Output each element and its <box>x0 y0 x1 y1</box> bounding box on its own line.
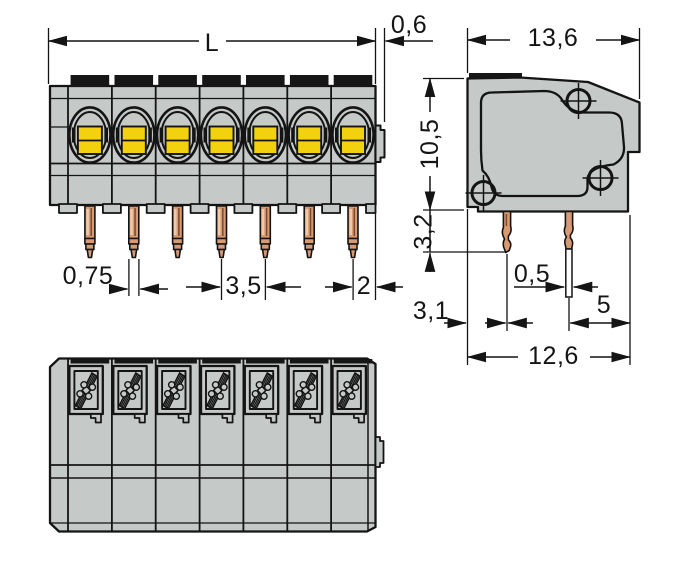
pitch-label: 3,5 <box>225 272 261 300</box>
pin-inset-label: 3,1 <box>413 297 449 325</box>
terminal-pole-top <box>155 357 199 424</box>
side-cap-strip <box>469 73 522 79</box>
dimension-pin-inset: 3,1 <box>413 209 533 365</box>
bottom-tabs-front <box>58 203 377 214</box>
terminal-pole-top <box>68 357 111 424</box>
latch-offset-label: 0,6 <box>391 11 427 39</box>
pin-length-label: 3,2 <box>410 213 438 249</box>
end-offset-label: 2 <box>357 272 371 300</box>
height-label: 10,5 <box>416 119 444 170</box>
pole-divisions-front <box>67 86 333 205</box>
side-view <box>464 73 641 298</box>
terminal-pole-top <box>243 357 286 424</box>
mounting-latch <box>374 124 386 163</box>
solder-pin-right <box>563 210 574 298</box>
bottom-depth-label: 12,6 <box>528 342 579 370</box>
dimension-end-offset: 2 <box>325 207 403 300</box>
dimension-pin-length: 3,2 <box>410 210 505 272</box>
pin-thin-tip <box>565 248 573 298</box>
mounting-latch-top <box>374 436 385 468</box>
dimension-depth: 13,6 <box>466 24 641 99</box>
dimension-bottom-depth: 12,6 <box>466 342 631 370</box>
pole-divisions-top <box>67 358 333 532</box>
dimension-pin-thickness: 0,5 <box>514 260 598 293</box>
pin-thickness-label: 0,5 <box>514 260 550 288</box>
pin-to-edge-label: 5 <box>597 291 611 319</box>
dimension-pitch: 3,5 <box>186 259 301 300</box>
depth-label: 13,6 <box>528 24 579 52</box>
terminal-pole-top <box>112 357 155 424</box>
terminal-pole-top <box>331 357 374 424</box>
terminal-pole-top <box>287 357 330 424</box>
top-view <box>48 357 385 533</box>
front-view <box>48 73 386 259</box>
dimension-latch-offset: 0,6 <box>383 11 433 122</box>
pin-width-label: 0,75 <box>63 262 114 290</box>
solder-pin-left <box>501 210 512 254</box>
dimension-pin-width: 0,75 <box>63 259 168 296</box>
terminal-pole-top <box>199 357 242 424</box>
dimension-pin-to-edge: 5 <box>568 215 631 365</box>
length-label: L <box>205 29 219 57</box>
dimension-height: 10,5 <box>416 77 464 211</box>
dimension-length: L <box>47 28 377 84</box>
